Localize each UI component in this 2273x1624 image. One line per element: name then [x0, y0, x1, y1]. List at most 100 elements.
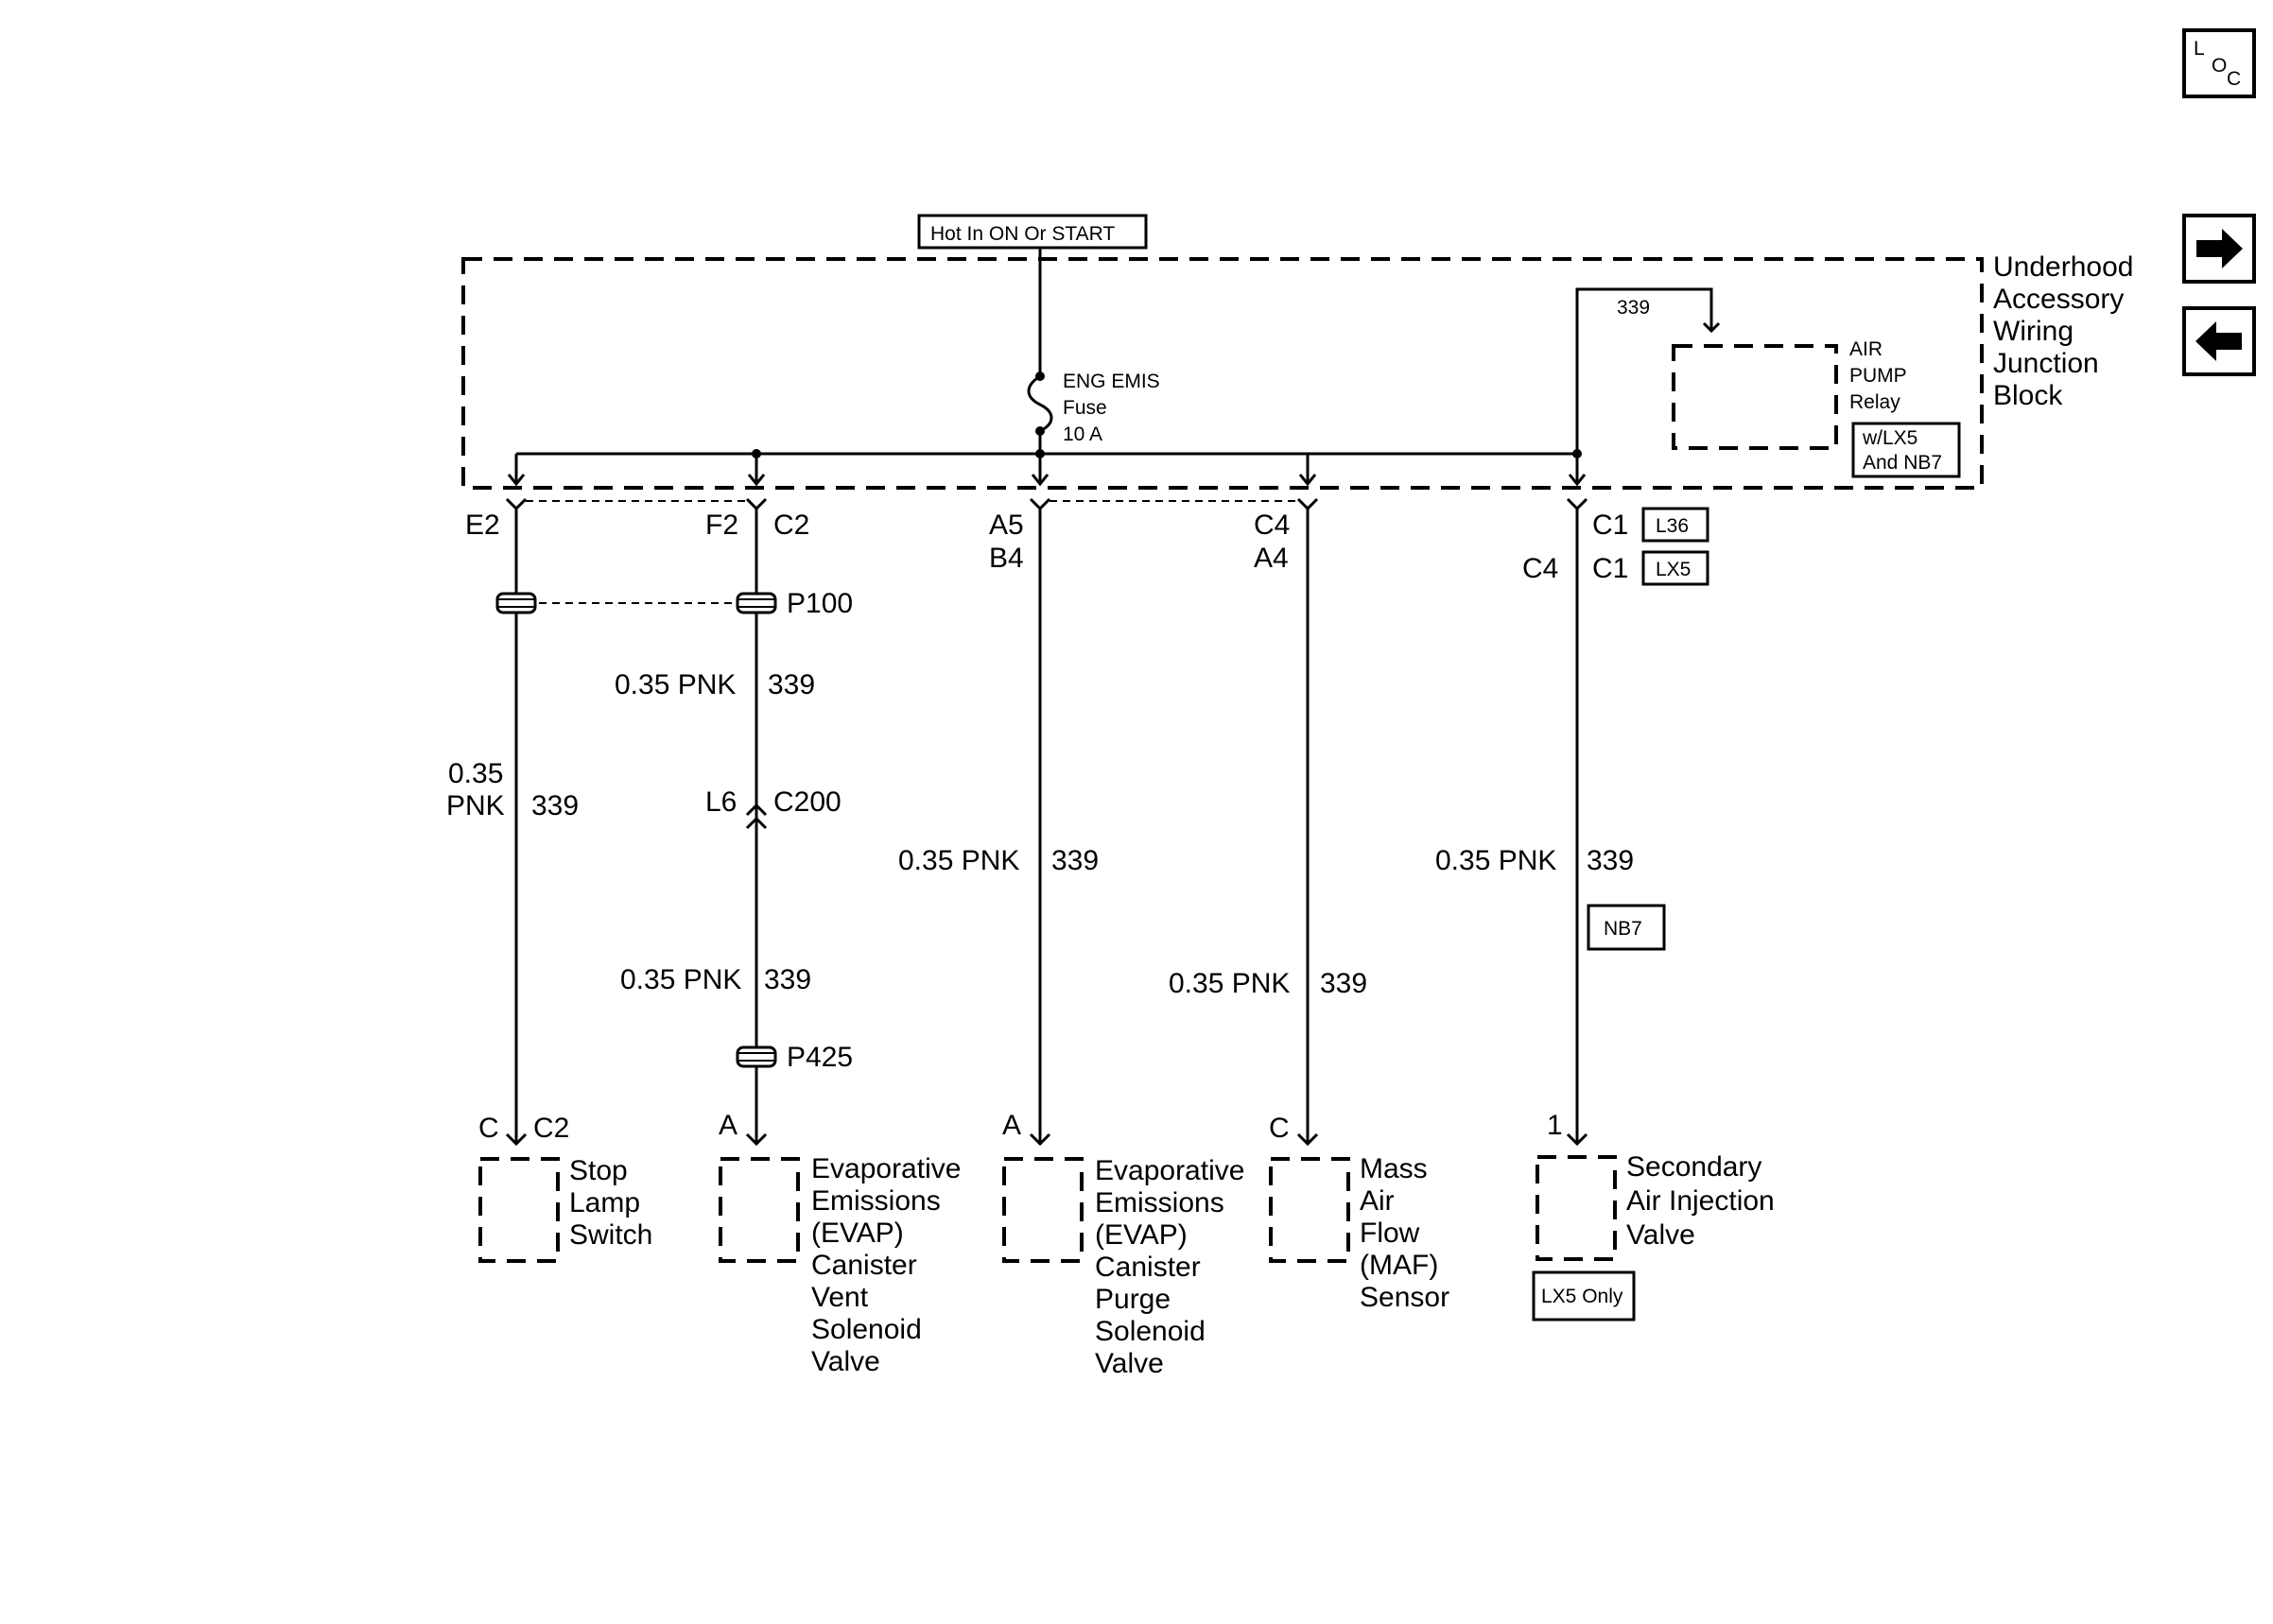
- vent-upper-wire-circuit: 339: [768, 669, 815, 700]
- right-arrow-icon: [2196, 229, 2243, 268]
- nb7-option-box: NB7: [1587, 904, 1666, 951]
- svg-text:Canister: Canister: [1095, 1252, 1201, 1283]
- svg-text:(EVAP): (EVAP): [811, 1218, 904, 1249]
- svg-text:Air: Air: [1360, 1185, 1395, 1217]
- svg-text:Underhood: Underhood: [1993, 251, 2133, 283]
- svg-text:LX5: LX5: [1656, 559, 1691, 580]
- splice-p100-label: P100: [787, 588, 853, 619]
- svg-text:Air Injection: Air Injection: [1626, 1185, 1775, 1217]
- svg-text:Lamp: Lamp: [569, 1187, 640, 1218]
- splice-p100: [736, 592, 777, 614]
- loc-button[interactable]: L O C: [2182, 28, 2256, 98]
- terminal-f2: F2: [705, 510, 738, 541]
- terminal-c1-lx5: C1: [1592, 553, 1628, 584]
- svg-text:Emissions: Emissions: [811, 1185, 941, 1217]
- svg-text:L36: L36: [1656, 515, 1689, 537]
- l36-option-box: L36: [1641, 507, 1709, 543]
- purge-wire-circuit: 339: [1051, 845, 1099, 876]
- splice-stop-lamp: [495, 592, 537, 614]
- vent-lower-wire-circuit: 339: [764, 964, 811, 995]
- connector-c200-pin: L6: [705, 786, 737, 818]
- svg-text:Accessory: Accessory: [1993, 284, 2124, 315]
- svg-text:Mass: Mass: [1360, 1153, 1428, 1184]
- air-pump-relay-label: AIR PUMP Relay: [1849, 338, 1907, 413]
- vent-upper-wire-spec: 0.35 PNK: [615, 669, 736, 700]
- terminal-c4: C4: [1254, 510, 1290, 541]
- stop-lamp-wire-color: PNK: [446, 790, 505, 821]
- maf-pin: C: [1269, 1113, 1290, 1144]
- terminal-b4: B4: [989, 543, 1024, 574]
- svg-text:PUMP: PUMP: [1849, 365, 1907, 387]
- evap-purge-valve-label: Evaporative Emissions (EVAP) Canister Pu…: [1095, 1155, 1244, 1379]
- svg-text:And NB7: And NB7: [1863, 452, 1942, 474]
- evap-purge-valve-box: [1002, 1157, 1084, 1263]
- svg-text:Purge: Purge: [1095, 1284, 1171, 1315]
- stop-lamp-wire-gauge: 0.35: [448, 758, 503, 789]
- loc-o: O: [2212, 55, 2227, 77]
- svg-text:Block: Block: [1993, 380, 2063, 411]
- air-wire-circuit: 339: [1587, 845, 1634, 876]
- svg-text:Secondary: Secondary: [1626, 1151, 1761, 1183]
- svg-text:Solenoid: Solenoid: [1095, 1316, 1206, 1347]
- stop-lamp-switch-box: [478, 1157, 560, 1263]
- fuse-icon: [1027, 374, 1053, 433]
- connector-c2-top: C2: [773, 510, 809, 541]
- stop-lamp-switch-label: Stop Lamp Switch: [569, 1155, 652, 1251]
- evap-purge-pin: A: [1002, 1110, 1021, 1141]
- power-source-label: Hot In ON Or START: [930, 223, 1115, 245]
- svg-text:Fuse: Fuse: [1063, 397, 1107, 419]
- lx5-option-box: LX5: [1641, 550, 1709, 586]
- vent-lower-wire-spec: 0.35 PNK: [620, 964, 741, 995]
- loc-l: L: [2194, 38, 2205, 60]
- svg-text:Valve: Valve: [1626, 1219, 1695, 1251]
- svg-text:Relay: Relay: [1849, 391, 1900, 413]
- svg-text:Valve: Valve: [811, 1346, 880, 1377]
- stop-lamp-pin: C: [478, 1113, 499, 1144]
- svg-text:Switch: Switch: [569, 1219, 652, 1251]
- svg-text:LX5 Only: LX5 Only: [1541, 1286, 1623, 1307]
- maf-wire-circuit: 339: [1320, 968, 1367, 999]
- power-source-box: Hot In ON Or START: [917, 214, 1148, 250]
- air-valve-pin: 1: [1547, 1110, 1563, 1141]
- air-pump-relay: [1672, 344, 1838, 450]
- terminal-a4: A4: [1254, 543, 1289, 574]
- connector-c200-label: C200: [773, 786, 842, 818]
- terminal-c1-l36: C1: [1592, 510, 1628, 541]
- terminal-e2: E2: [465, 510, 500, 541]
- maf-wire-spec: 0.35 PNK: [1169, 968, 1290, 999]
- svg-text:Sensor: Sensor: [1360, 1282, 1449, 1313]
- evap-vent-valve-label: Evaporative Emissions (EVAP) Canister Ve…: [811, 1153, 961, 1377]
- svg-text:Evaporative: Evaporative: [811, 1153, 961, 1184]
- air-valve-label: Secondary Air Injection Valve: [1626, 1151, 1775, 1251]
- fuse-label: ENG EMIS Fuse 10 A: [1063, 371, 1160, 445]
- junction-block-label: Underhood Accessory Wiring Junction Bloc…: [1993, 251, 2133, 411]
- lx5-only-box: LX5 Only: [1532, 1270, 1636, 1322]
- evap-vent-valve-box: [719, 1157, 800, 1263]
- relay-circuit-label: 339: [1617, 297, 1650, 319]
- svg-text:Stop: Stop: [569, 1155, 628, 1186]
- svg-text:w/LX5: w/LX5: [1862, 427, 1917, 449]
- connector-c200: [745, 803, 768, 830]
- left-arrow-icon: [2195, 321, 2242, 361]
- junction-block-outline: [461, 257, 1984, 490]
- terminal-a5: A5: [989, 510, 1024, 541]
- svg-text:Valve: Valve: [1095, 1348, 1164, 1379]
- svg-text:Emissions: Emissions: [1095, 1187, 1224, 1218]
- maf-sensor-box: [1269, 1157, 1350, 1263]
- next-page-button[interactable]: [2182, 214, 2256, 284]
- svg-text:ENG EMIS: ENG EMIS: [1063, 371, 1160, 392]
- svg-text:Wiring: Wiring: [1993, 316, 2073, 347]
- purge-wire-spec: 0.35 PNK: [898, 845, 1019, 876]
- svg-text:Solenoid: Solenoid: [811, 1314, 922, 1345]
- svg-text:Flow: Flow: [1360, 1218, 1420, 1249]
- splice-p425: [736, 1045, 777, 1068]
- stop-lamp-wire-circuit: 339: [531, 790, 579, 821]
- svg-text:(MAF): (MAF): [1360, 1250, 1438, 1281]
- loc-c: C: [2227, 68, 2241, 90]
- terminal-c4-lx5: C4: [1522, 553, 1558, 584]
- svg-text:AIR: AIR: [1849, 338, 1883, 360]
- relay-option-box: w/LX5 And NB7: [1851, 422, 1961, 478]
- previous-page-button[interactable]: [2182, 306, 2256, 376]
- svg-text:NB7: NB7: [1604, 918, 1642, 940]
